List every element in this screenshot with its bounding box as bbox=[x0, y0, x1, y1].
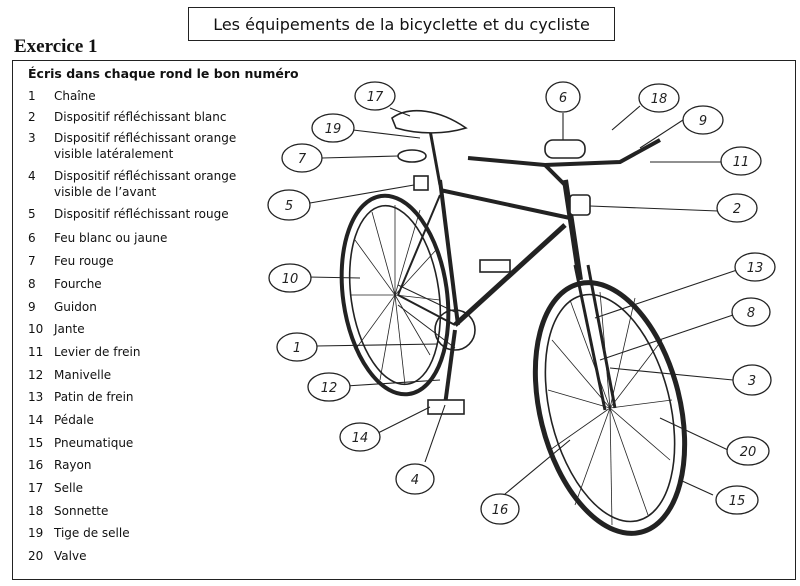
answer-circle bbox=[307, 372, 351, 402]
pedal-shape bbox=[427, 399, 465, 415]
front-light-shape bbox=[544, 139, 586, 159]
answer-circle bbox=[395, 463, 435, 495]
answer-number: 16 bbox=[492, 503, 509, 518]
answer-circle bbox=[726, 436, 770, 466]
answer-number: 6 bbox=[559, 91, 567, 106]
answer-number: 13 bbox=[747, 261, 764, 276]
answer-number: 3 bbox=[748, 374, 756, 389]
chainring bbox=[434, 309, 476, 351]
chain-stay bbox=[397, 294, 456, 326]
seat-post bbox=[428, 129, 442, 186]
answer-number: 18 bbox=[651, 92, 668, 107]
exercise-heading: Exercice 1 bbox=[14, 36, 98, 57]
answer-circle bbox=[311, 113, 355, 143]
answer-numbers: 17 19 7 5 10 1 12 14 4 16 6 18 9 11 2 13… bbox=[282, 90, 764, 518]
answer-number: 4 bbox=[411, 473, 419, 488]
answer-circle bbox=[731, 297, 771, 327]
handlebar-shape bbox=[467, 138, 661, 168]
answer-circle bbox=[734, 252, 776, 282]
front-spokes bbox=[547, 291, 673, 526]
answer-circle bbox=[720, 146, 762, 176]
answer-circle bbox=[732, 364, 772, 396]
chain-shape bbox=[397, 284, 456, 349]
top-tube bbox=[439, 188, 571, 220]
worksheet-title: Les équipements de la bicyclette et du c… bbox=[188, 7, 615, 41]
answer-number: 20 bbox=[740, 445, 757, 460]
exercise-panel bbox=[12, 60, 796, 580]
saddle-shape bbox=[391, 109, 468, 134]
seat-stay bbox=[397, 194, 441, 296]
answer-number: 2 bbox=[733, 202, 741, 217]
answer-circles bbox=[267, 81, 776, 525]
answer-circle bbox=[715, 485, 759, 515]
rear-wheel bbox=[339, 193, 451, 397]
answer-number: 7 bbox=[298, 152, 307, 167]
answer-circle bbox=[638, 83, 680, 113]
fork-left bbox=[573, 264, 607, 411]
rear-reflector-shape bbox=[397, 149, 427, 163]
pedal-rear-shape bbox=[479, 259, 511, 273]
instruction-text: Écris dans chaque rond le bon numéro bbox=[28, 66, 299, 81]
crank-arm bbox=[443, 329, 457, 406]
seat-tube bbox=[438, 179, 460, 326]
answer-number: 5 bbox=[285, 199, 293, 214]
answer-circle bbox=[267, 189, 311, 221]
stem bbox=[543, 163, 567, 187]
bicycle-drawing bbox=[339, 109, 688, 536]
answer-number: 15 bbox=[729, 494, 746, 509]
answer-number: 8 bbox=[747, 306, 755, 321]
answer-number: 19 bbox=[325, 122, 342, 137]
answer-number: 14 bbox=[352, 431, 369, 446]
rear-spokes bbox=[350, 205, 441, 386]
answer-number: 10 bbox=[282, 272, 299, 287]
answer-circle bbox=[716, 193, 758, 223]
answer-circle bbox=[276, 332, 318, 362]
reflector-shape bbox=[569, 194, 591, 216]
answer-circle bbox=[268, 263, 312, 293]
rear-light-shape bbox=[413, 175, 429, 191]
answer-circle bbox=[682, 105, 724, 135]
answer-number: 1 bbox=[293, 341, 301, 356]
head-tube bbox=[562, 179, 583, 281]
fork-right bbox=[586, 264, 617, 409]
callout-lines bbox=[307, 105, 738, 496]
rear-rim bbox=[348, 204, 442, 386]
answer-circle bbox=[480, 493, 520, 525]
answer-circle bbox=[339, 422, 381, 452]
answer-number: 12 bbox=[321, 381, 338, 396]
answer-circle bbox=[545, 81, 581, 113]
answer-number: 17 bbox=[367, 90, 384, 105]
answer-circle bbox=[281, 143, 323, 173]
down-tube bbox=[453, 223, 567, 327]
answer-circle bbox=[354, 81, 396, 111]
answer-number: 11 bbox=[733, 155, 750, 170]
answer-number: 9 bbox=[699, 114, 707, 129]
